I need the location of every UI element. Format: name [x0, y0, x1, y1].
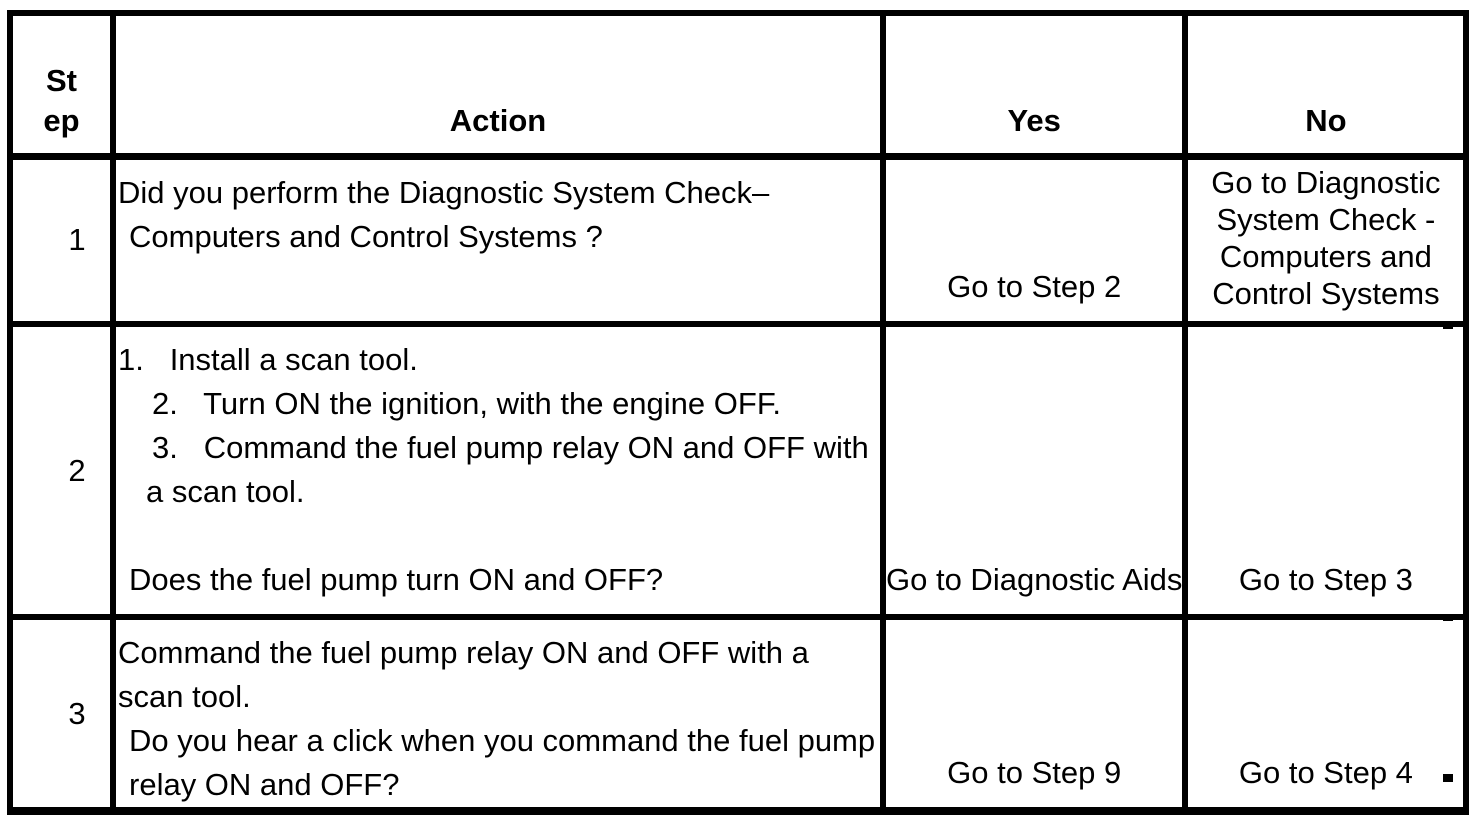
action-line: Command the fuel pump relay ON and OFF w… [118, 635, 818, 714]
header-row: St ep Action Yes No [7, 10, 1470, 160]
table-row-step-2: 2 1. Install a scan tool. 2. Turn ON the… [7, 321, 1470, 620]
border-nub [1443, 774, 1453, 782]
border-nub [1443, 153, 1453, 160]
col-header-action: Action [110, 10, 886, 160]
yes-cell: Go to Diagnostic Aids [879, 321, 1189, 620]
action-question-line: Does the fuel pump turn ON and OFF? [129, 562, 664, 597]
action-line: Computers and Control Systems ? [129, 218, 603, 254]
diagnostic-table-container: St ep Action Yes No 1 Did you perform th… [7, 10, 1470, 815]
step-number: 2 [7, 321, 116, 620]
no-cell: Go to Step 3 [1182, 321, 1470, 620]
col-header-no: No [1182, 10, 1470, 160]
action-cell: 1. Install a scan tool. 2. Turn ON the i… [110, 321, 886, 620]
col-header-yes: Yes [879, 10, 1189, 160]
action-line: 2. Turn ON the ignition, with the engine… [152, 386, 781, 421]
step-number: 3 [7, 614, 116, 815]
table-row-step-3: 3 Command the fuel pump relay ON and OFF… [7, 614, 1470, 815]
yes-cell: Go to Step 9 [879, 614, 1189, 815]
col-header-step: St ep [7, 10, 116, 160]
no-cell: Go to Diagnostic System Check - Computer… [1182, 153, 1470, 327]
border-nub [1443, 614, 1453, 621]
no-cell: Go to Step 4 [1182, 614, 1470, 815]
step-number: 1 [7, 153, 116, 327]
action-line: a scan tool. [146, 474, 305, 509]
border-nub [1443, 322, 1453, 329]
action-line: 1. Install a scan tool. [118, 342, 418, 377]
yes-cell: Go to Step 2 [879, 153, 1189, 327]
action-cell: Did you perform the Diagnostic System Ch… [110, 153, 886, 327]
action-line: Did you perform the Diagnostic System Ch… [118, 174, 770, 210]
table-row-step-1: 1 Did you perform the Diagnostic System … [7, 153, 1470, 327]
diagnostic-steps-table: St ep Action Yes No 1 Did you perform th… [7, 10, 1470, 815]
action-line: relay ON and OFF? [129, 767, 400, 802]
action-cell: Command the fuel pump relay ON and OFF w… [110, 614, 886, 815]
action-line: Do you hear a click when you command the… [129, 723, 876, 758]
action-line: 3. Command the fuel pump relay ON and OF… [152, 430, 869, 465]
